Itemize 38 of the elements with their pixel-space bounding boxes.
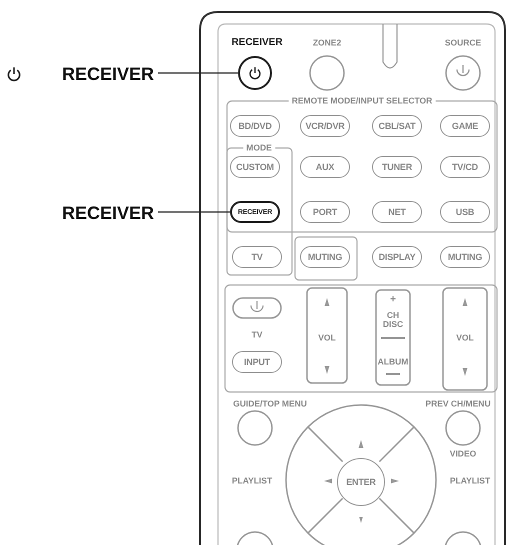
button-label: ALBUM [378, 358, 408, 366]
remote-button: PORT [300, 201, 350, 223]
remote-button: INPUT [232, 351, 282, 373]
button-label: + [390, 294, 396, 306]
leader-line [158, 72, 238, 74]
remote-button: CBL/SAT [372, 115, 422, 137]
remote-button: TV/CD [440, 156, 490, 178]
button-label: GUIDE/TOP MENU [233, 400, 307, 408]
section-heading: REMOTE MODE/INPUT SELECTOR [288, 96, 436, 106]
button-label: PLAYLIST [450, 476, 490, 486]
button-label: VOL [456, 334, 474, 342]
section-heading: MODE [243, 144, 275, 152]
button-label: SOURCE [444, 38, 482, 48]
remote-button: TV [232, 246, 282, 268]
remote-button: TUNER [372, 156, 422, 178]
button-label: PREV CH/MENU [425, 400, 491, 408]
remote-button: AUX [300, 156, 350, 178]
button-label: TV [252, 330, 262, 340]
leader-line [158, 211, 230, 213]
remote-button: USB [440, 201, 490, 223]
button-label: PLAYLIST [232, 476, 272, 486]
callout-label: RECEIVER [20, 201, 154, 225]
button-label: CH DISC [382, 311, 404, 329]
remote-button: DISPLAY [372, 246, 422, 268]
remote-button: MUTING [300, 246, 350, 268]
remote-button: BD/DVD [230, 115, 280, 137]
remote-button: NET [372, 201, 422, 223]
power-button [238, 56, 272, 90]
remote-button: VCR/DVR [300, 115, 350, 137]
remote-button: GAME [440, 115, 490, 137]
button-label: RECEIVER [231, 38, 283, 48]
enter-button: ENTER [337, 458, 385, 506]
button-label: ZONE2 [312, 38, 342, 48]
button-label: VOL [318, 334, 336, 342]
remote-button: MUTING [440, 246, 490, 268]
callout-label: RECEIVER [24, 62, 154, 86]
button-label: VIDEO [450, 450, 476, 458]
remote-button: CUSTOM [230, 156, 280, 178]
